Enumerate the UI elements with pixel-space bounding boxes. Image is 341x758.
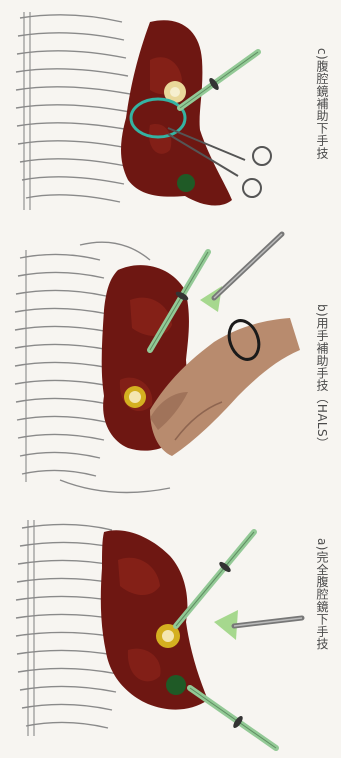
tumor-icon (124, 386, 146, 408)
caption-panel-b: b)用手補助手技（HALS） (316, 304, 328, 449)
caption-panel-c: c)腹腔鏡補助下手技 (316, 48, 328, 159)
gallbladder-icon (177, 174, 195, 192)
caption-panel-a: a)完全腹腔鏡下手技 (316, 538, 328, 650)
gallbladder-icon (166, 675, 186, 695)
